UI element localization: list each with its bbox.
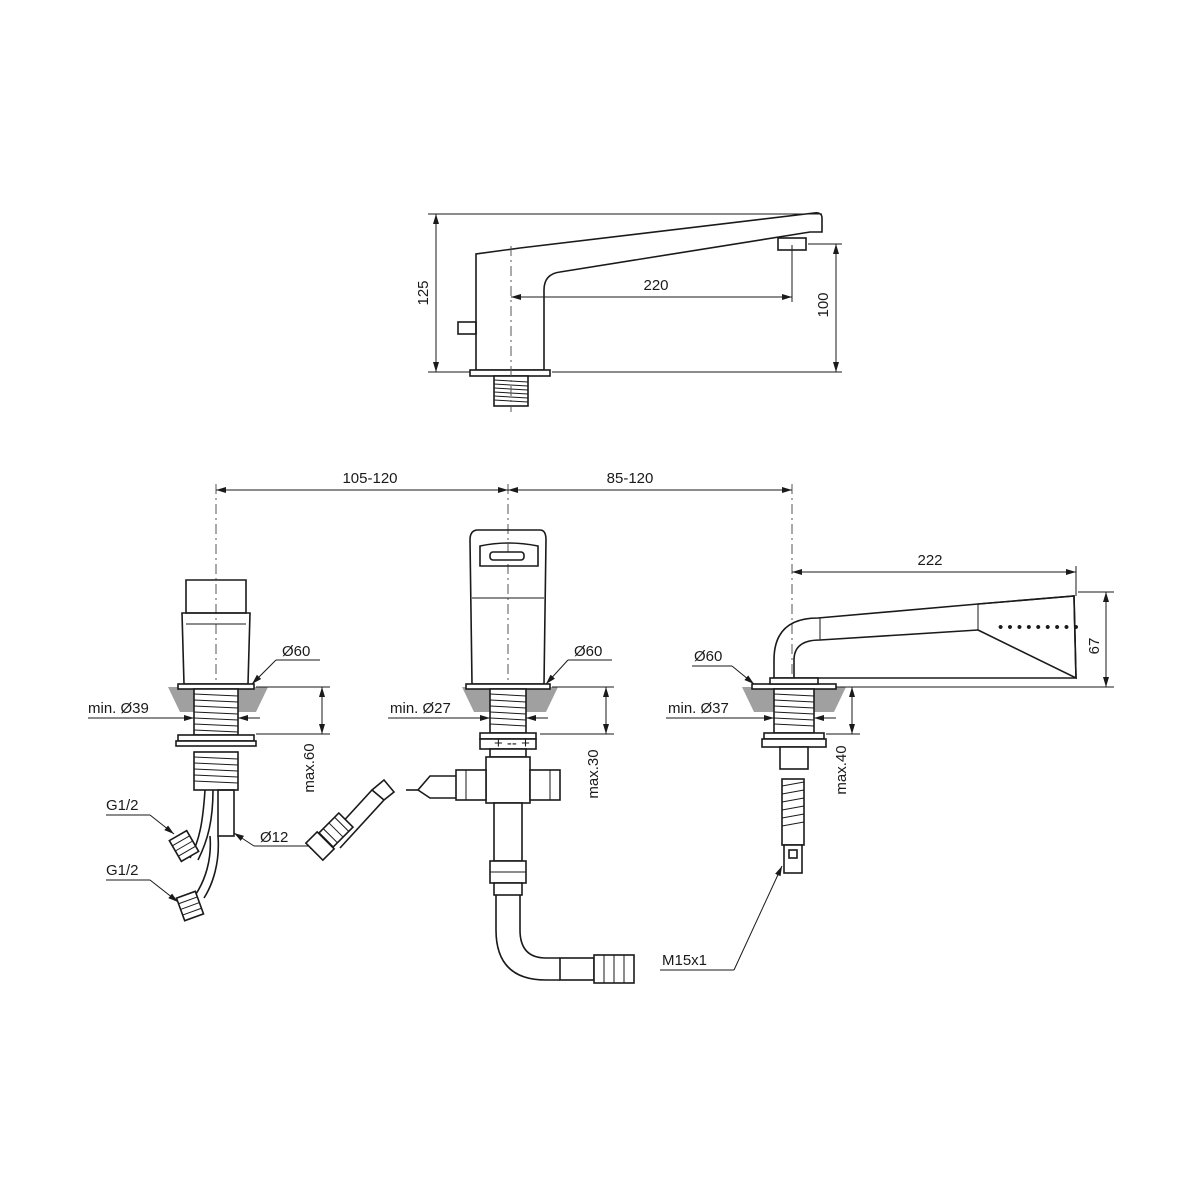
center-mixer-unit: + -- + Ø60 min. Ø27 max.30 [388,529,635,984]
left-flange-dia-label: Ø60 [282,643,310,660]
hose-fitting [304,778,396,862]
svg-text:+ -- +: + -- + [494,735,530,752]
left-max-deck-label: max.60 [301,743,318,792]
center-flange-dia-label: Ø60 [574,643,602,660]
left-min-hole-label: min. Ø39 [88,700,149,717]
hand-shower-height-label: 67 [1086,638,1103,655]
left-thread-1-label: G1/2 [106,797,139,814]
hand-shower-length-label: 222 [917,552,942,569]
center-max-deck-label: max.30 [585,749,602,798]
left-thread-2-label: G1/2 [106,862,139,879]
right-handshower-unit: • • • • • • • • • 222 67 [660,552,1114,971]
hose-dia-label: Ø12 [260,829,288,846]
left-diverter-unit: Ø60 min. Ø39 max.60 G1/2 G1/2 Ø12 [88,579,330,922]
right-max-deck-label: max.40 [833,745,850,794]
center-min-hole-label: min. Ø27 [390,700,451,717]
dim-height-label: 125 [415,280,432,305]
spacing-left-label: 105-120 [342,470,397,487]
spacing-dimensions: 105-120 85-120 [215,470,793,690]
spacing-right-label: 85-120 [607,470,654,487]
spout-side-view: 125 220 100 [415,212,842,412]
dim-spout-height-label: 100 [815,292,832,317]
connection-thread-label: M15x1 [662,952,707,969]
svg-text:• • • • • • • • •: • • • • • • • • • [998,619,1079,636]
right-min-hole-label: min. Ø37 [668,700,729,717]
right-flange-dia-label: Ø60 [694,648,722,665]
dim-reach-label: 220 [643,277,668,294]
